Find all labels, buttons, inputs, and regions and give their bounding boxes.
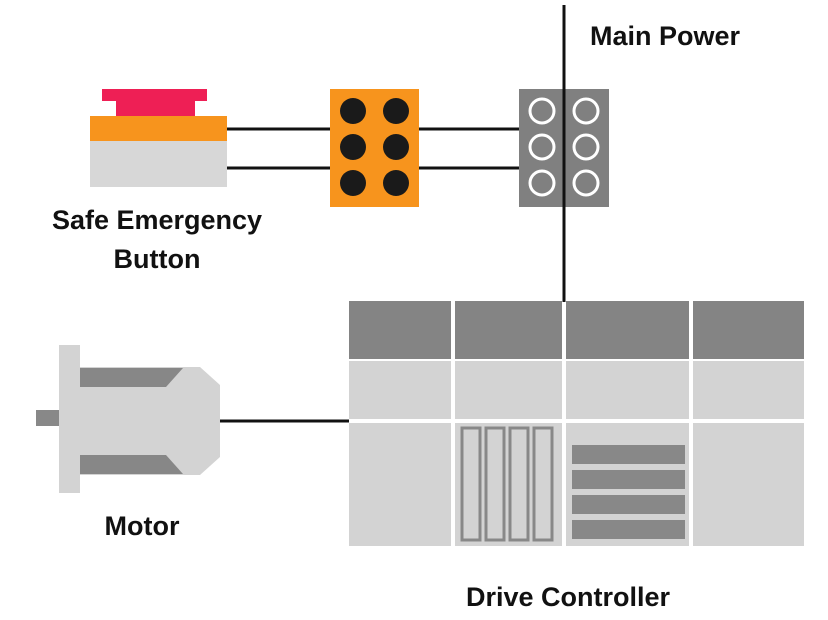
controller-top-cell: [693, 301, 804, 359]
controller-mid-cell: [455, 361, 562, 419]
relay-terminal: [383, 134, 409, 160]
controller-bar: [572, 495, 685, 514]
relay-terminal: [340, 98, 366, 124]
button-label-line1: Safe Emergency: [52, 205, 262, 235]
controller-bar: [572, 445, 685, 464]
controller-slot: [460, 426, 482, 542]
drive-controller-icon: [349, 301, 804, 546]
motor-shaft: [36, 410, 60, 426]
block-terminal: [528, 133, 556, 161]
motor-stripe-bottom: [80, 455, 183, 474]
controller-slot: [484, 426, 506, 542]
controller-top-cell: [349, 301, 451, 359]
motor-label: Motor: [105, 511, 180, 541]
controller-bottom-cell: [349, 423, 451, 546]
emergency-stop-button-icon: [90, 89, 227, 187]
controller-bar: [572, 520, 685, 539]
controller-slot: [532, 426, 554, 542]
controller-mid-cell: [566, 361, 689, 419]
motor-flange: [59, 345, 80, 493]
block-terminal: [528, 169, 556, 197]
relay-terminal: [340, 134, 366, 160]
relay-terminal: [383, 98, 409, 124]
main-power-label: Main Power: [590, 21, 741, 51]
motor-housing: [79, 367, 220, 475]
button-label-line2: Button: [114, 244, 201, 274]
block-terminal: [528, 97, 556, 125]
motor-stripe-top: [80, 368, 183, 387]
controller-bottom-cell: [693, 423, 804, 546]
block-terminal: [572, 169, 600, 197]
controller-bar: [572, 470, 685, 489]
terminal-block-icon: [519, 89, 609, 207]
controller-mid-cell: [349, 361, 451, 419]
relay-terminal: [340, 170, 366, 196]
block-terminal: [572, 133, 600, 161]
controller-mid-cell: [693, 361, 804, 419]
relay-terminal: [383, 170, 409, 196]
controller-slot: [508, 426, 530, 542]
controller-top-cell: [566, 301, 689, 359]
motor-icon: [36, 345, 220, 493]
controller-top-cell: [455, 301, 562, 359]
safety-relay-icon: [330, 89, 419, 207]
button-collar: [90, 116, 227, 141]
button-cap: [102, 89, 207, 116]
button-body: [90, 140, 227, 187]
drive-controller-label: Drive Controller: [466, 582, 671, 612]
block-terminal: [572, 97, 600, 125]
